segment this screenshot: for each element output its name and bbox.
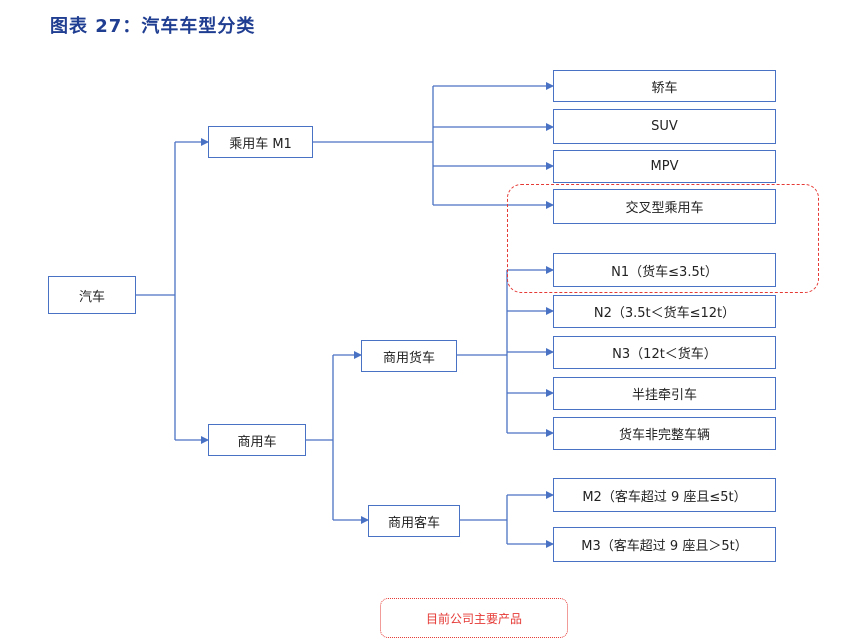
node-incomplete-truck: 货车非完整车辆 [553, 417, 776, 450]
node-m2: M2（客车超过 9 座且≤5t） [553, 478, 776, 512]
node-suv: SUV [553, 109, 776, 144]
node-m3: M3（客车超过 9 座且＞5t） [553, 527, 776, 562]
node-semi-tractor: 半挂牵引车 [553, 377, 776, 410]
node-commercial-truck: 商用货车 [361, 340, 457, 372]
figure-title: 图表 27：汽车车型分类 [50, 16, 256, 37]
node-n1: N1（货车≤3.5t） [553, 253, 776, 287]
node-passenger-car: 乘用车 M1 [208, 126, 313, 158]
node-commercial-vehicle: 商用车 [208, 424, 306, 456]
node-n3: N3（12t＜货车） [553, 336, 776, 369]
node-crossover: 交叉型乘用车 [553, 189, 776, 224]
main-products-highlight [507, 184, 819, 293]
node-mpv: MPV [553, 150, 776, 183]
node-sedan: 轿车 [553, 70, 776, 102]
node-car: 汽车 [48, 276, 136, 314]
node-n2: N2（3.5t＜货车≤12t） [553, 295, 776, 328]
legend-main-products: 目前公司主要产品 [380, 598, 568, 638]
node-commercial-bus: 商用客车 [368, 505, 460, 537]
